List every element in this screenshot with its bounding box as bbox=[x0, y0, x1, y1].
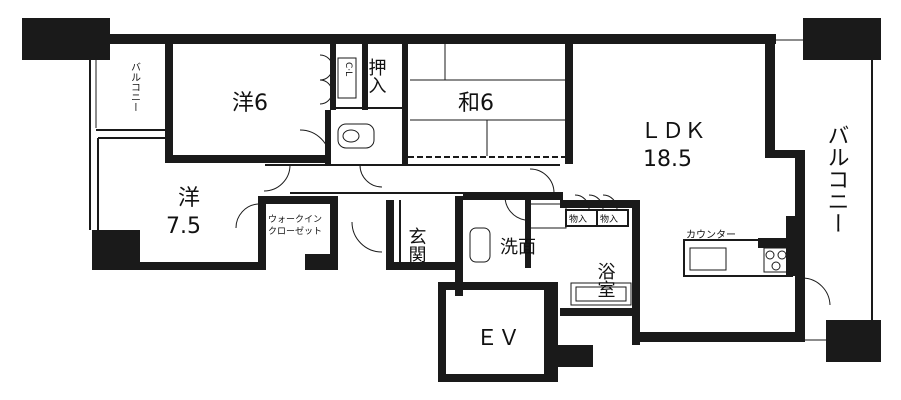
counter-block bbox=[758, 238, 794, 248]
column-se bbox=[826, 320, 881, 362]
wall-bath-top bbox=[560, 200, 640, 208]
toilet-icon bbox=[337, 123, 375, 149]
cl-box bbox=[337, 57, 357, 99]
bathtub-inner-icon bbox=[575, 286, 627, 302]
counter-label: カウンター bbox=[686, 229, 736, 241]
wall-kitchen bbox=[786, 216, 798, 276]
door-swing-yo6 bbox=[299, 129, 331, 161]
wall-genkan-bottom bbox=[386, 262, 462, 270]
mono-label-1: 物入 bbox=[569, 213, 587, 225]
wall-senmen-right bbox=[525, 200, 531, 268]
room-ldk-size: 18.5 bbox=[643, 147, 692, 172]
wall-bath-right bbox=[632, 200, 640, 345]
door-swing-balcony bbox=[802, 277, 831, 306]
wall-ev-left bbox=[438, 282, 446, 382]
wall-wic-right bbox=[330, 196, 338, 270]
wall-ev-right bbox=[544, 290, 558, 382]
door-swing-wic bbox=[235, 203, 259, 229]
wall-genkan-left bbox=[386, 200, 394, 270]
wall-wic-top bbox=[258, 196, 338, 204]
balcony-west-label: バルコニー bbox=[129, 62, 141, 112]
room-yo75-name: 洋 bbox=[178, 186, 200, 211]
wall-ldk-bottom bbox=[640, 332, 805, 342]
walkin-label-2: クローゼット bbox=[268, 225, 322, 237]
room-bath-label: 浴室 bbox=[595, 262, 616, 298]
bathtub-icon bbox=[570, 282, 632, 306]
door-swing-ldk bbox=[529, 168, 555, 194]
burner-2-icon bbox=[777, 250, 787, 260]
door-swing-cl bbox=[319, 54, 333, 105]
wall-ev-top bbox=[438, 282, 558, 290]
room-senmen-label: 洗面 bbox=[500, 237, 536, 258]
wall-toilet-left bbox=[325, 110, 331, 164]
toilet-bowl-icon bbox=[342, 129, 360, 143]
wall-ev-bottom bbox=[438, 374, 558, 382]
wall-cl-left bbox=[330, 40, 336, 110]
wall-senmen-top bbox=[463, 192, 563, 200]
walkin-label-1: ウォークイン bbox=[268, 214, 322, 225]
mono-label-2: 物入 bbox=[600, 213, 618, 225]
wall-cl-right bbox=[362, 40, 368, 110]
door-swing-mono bbox=[574, 194, 618, 210]
wall-bath-bottom bbox=[560, 308, 640, 316]
ev-label: ＥＶ bbox=[476, 326, 520, 351]
wall-yo75-bottom bbox=[92, 262, 262, 270]
wall-ev-shaft bbox=[558, 345, 593, 367]
wall-wa6-right bbox=[565, 40, 573, 164]
sink-icon bbox=[689, 247, 727, 271]
wall-yo6-bottom bbox=[165, 155, 325, 163]
cl-label: C·L bbox=[343, 62, 353, 76]
door-swing-toilet bbox=[359, 164, 383, 188]
wall-ldk-right bbox=[765, 34, 775, 154]
burner-1-icon bbox=[765, 250, 775, 260]
column-ne bbox=[803, 18, 881, 60]
wall-ldk-right-lower bbox=[795, 150, 805, 340]
burner-3-icon bbox=[771, 261, 781, 271]
column-nw bbox=[22, 18, 110, 60]
door-swing-genkan bbox=[351, 221, 383, 253]
wall-ldk-right-step bbox=[765, 150, 805, 158]
wall-wic-left bbox=[258, 196, 266, 270]
oshiire-label: 押入 bbox=[366, 58, 387, 94]
room-yo75-size: 7.5 bbox=[166, 214, 201, 239]
room-ldk-name: ＬＤＫ bbox=[640, 119, 706, 144]
wall-oshiire-right bbox=[402, 40, 408, 164]
washbasin-icon bbox=[469, 227, 491, 263]
door-swing-senmen bbox=[504, 195, 526, 221]
room-yo6-label: 洋6 bbox=[232, 91, 268, 116]
wall-wic-corner bbox=[305, 254, 338, 270]
balcony-east-label: バルコニー bbox=[824, 124, 849, 234]
door-swing-yo75 bbox=[263, 164, 291, 192]
wall-top bbox=[108, 34, 776, 44]
room-wa6-label: 和6 bbox=[458, 91, 494, 116]
wall-genkan-right bbox=[455, 196, 463, 296]
room-genkan-label: 玄関 bbox=[406, 227, 427, 263]
